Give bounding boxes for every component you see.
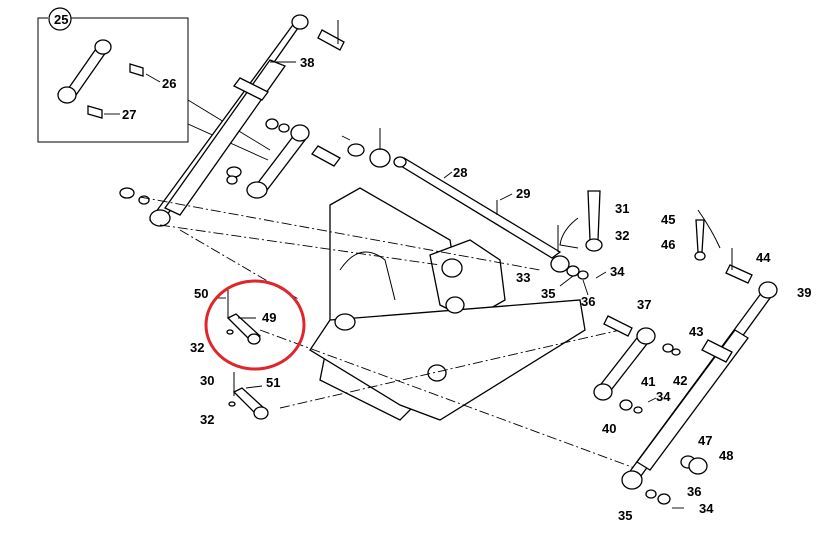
- label-34-mid: 34: [656, 389, 671, 404]
- label-27: 27: [122, 107, 136, 122]
- link-arm-upper: [226, 118, 391, 199]
- label-26: 26: [162, 76, 176, 91]
- label-32-bottom: 32: [200, 412, 214, 427]
- label-25: 25: [54, 12, 68, 27]
- link-arm-right: [593, 315, 681, 414]
- label-51: 51: [266, 375, 280, 390]
- inset-box: [37, 7, 271, 161]
- label-38: 38: [300, 55, 314, 70]
- label-30: 30: [200, 373, 214, 388]
- label-28: 28: [453, 165, 467, 180]
- label-48: 48: [719, 448, 733, 463]
- label-31: 31: [615, 201, 629, 216]
- part-labels: 25 26 27 38 28 29 31 32 45 46 44 33 34 3…: [54, 12, 811, 523]
- label-41: 41: [641, 374, 655, 389]
- label-40: 40: [602, 421, 616, 436]
- label-45: 45: [661, 212, 675, 227]
- label-49: 49: [262, 310, 276, 325]
- label-29: 29: [516, 186, 530, 201]
- label-44: 44: [756, 250, 771, 265]
- label-36-bottom: 36: [687, 484, 701, 499]
- right-top-hardware: [550, 190, 721, 296]
- left-cylinder: [119, 14, 345, 227]
- label-43: 43: [689, 324, 703, 339]
- left-pins: [218, 290, 269, 420]
- label-35-bottom: 35: [618, 508, 632, 523]
- label-32-top: 32: [615, 228, 629, 243]
- main-shaft: [393, 156, 562, 259]
- label-34-top: 34: [610, 264, 625, 279]
- label-36-top: 36: [581, 294, 595, 309]
- label-34-bottom: 34: [699, 501, 714, 516]
- right-cylinder: [621, 248, 778, 509]
- label-32-left: 32: [190, 340, 204, 355]
- label-37: 37: [637, 297, 651, 312]
- label-47: 47: [698, 433, 712, 448]
- label-33: 33: [516, 270, 530, 285]
- label-42: 42: [673, 373, 687, 388]
- label-39: 39: [797, 285, 811, 300]
- label-46: 46: [661, 237, 675, 252]
- label-35-top: 35: [541, 286, 555, 301]
- highlight-circle: [204, 279, 306, 371]
- frame-body: [139, 187, 641, 471]
- label-50: 50: [194, 286, 208, 301]
